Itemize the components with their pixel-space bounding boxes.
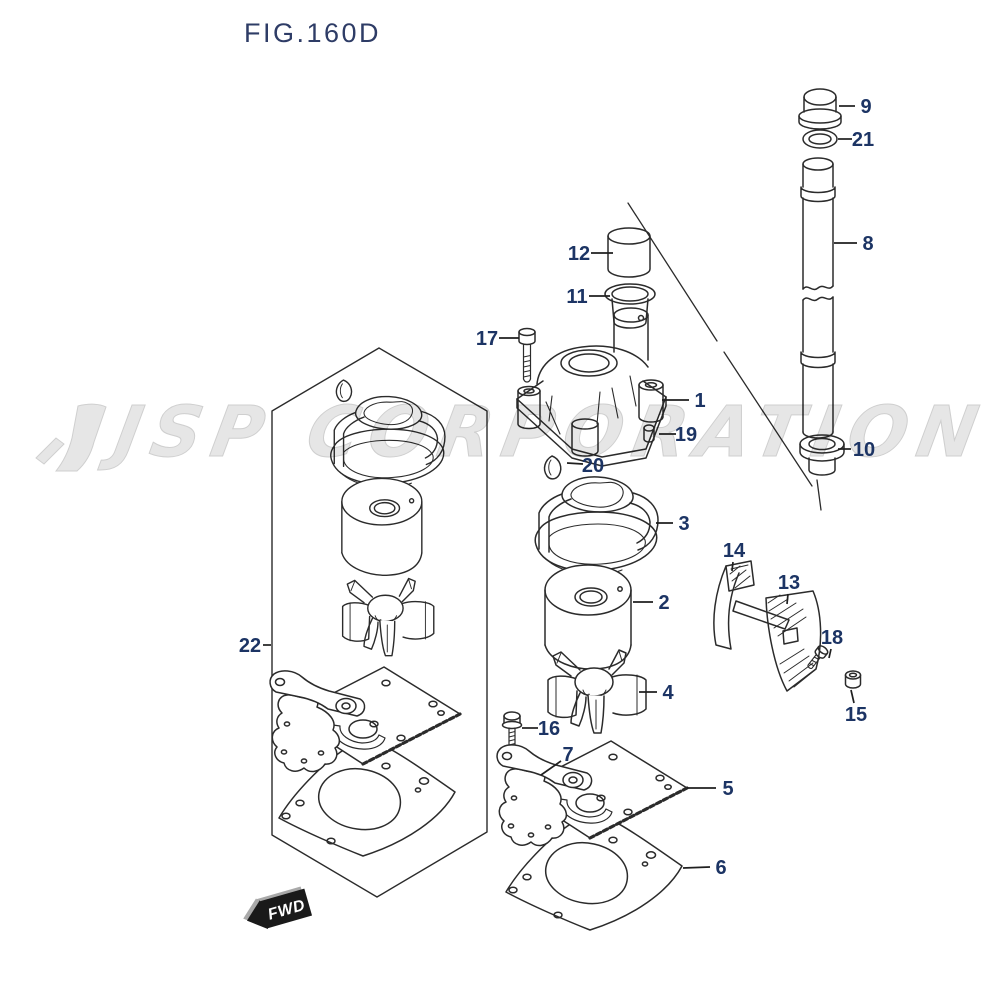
callout-number-6: 6 — [715, 857, 726, 879]
callout-number-3: 3 — [678, 513, 689, 535]
watermark-logo-accent — [35, 437, 65, 465]
part-16-bolt — [501, 711, 523, 749]
callout-number-12: 12 — [568, 243, 590, 265]
part-12-tube — [607, 227, 651, 278]
part-20-seal — [543, 455, 562, 480]
part-4-impeller — [547, 649, 647, 734]
callout-number-13: 13 — [778, 572, 800, 594]
callout-leader-7 — [540, 760, 562, 776]
callout-leader-18 — [828, 648, 832, 659]
part-18-bolt — [807, 645, 829, 670]
part-17-bolt — [518, 327, 536, 383]
part-9-cap — [798, 88, 842, 130]
part-22-impeller — [341, 577, 435, 657]
callout-number-19: 19 — [675, 424, 697, 446]
callout-number-5: 5 — [722, 778, 733, 800]
callout-number-18: 18 — [821, 627, 843, 649]
callout-number-11: 11 — [566, 286, 587, 308]
part-5-plate — [498, 740, 689, 847]
part-3-seal-ring — [534, 476, 659, 576]
fwd-arrowhead-icon — [246, 900, 269, 930]
fwd-flag — [259, 888, 313, 929]
callout-leader-14 — [731, 561, 734, 572]
callout-number-4: 4 — [662, 682, 674, 704]
watermark: JSP CORPORATION — [35, 391, 994, 473]
callout-leader-6 — [682, 866, 711, 869]
exploded-view-art — [268, 88, 862, 931]
part-1-water-pump-case — [516, 307, 667, 467]
watermark-logo — [54, 403, 107, 472]
part-22-kit-box — [271, 347, 488, 898]
part-22-impeller-cup — [341, 477, 423, 576]
parts-5-6-7-gasket-stack — [496, 740, 689, 931]
callout-number-9: 9 — [860, 96, 871, 118]
part-7-arm — [496, 744, 593, 791]
callout-leader-15 — [850, 689, 855, 704]
callout-number-17: 17 — [476, 328, 498, 350]
part-10-seal — [799, 434, 845, 476]
callout-number-15: 15 — [845, 704, 867, 726]
callout-number-21: 21 — [852, 129, 874, 151]
callout-number-14: 14 — [723, 540, 746, 562]
part-19-pin — [643, 424, 655, 443]
callout-number-1: 1 — [694, 390, 705, 412]
callout-number-22: 22 — [239, 635, 261, 657]
part-22-gasket-stack — [268, 665, 462, 858]
callout-leader-20 — [566, 462, 584, 465]
watermark-text: JSP CORPORATION — [97, 391, 994, 472]
callout-number-8: 8 — [862, 233, 873, 255]
part-8-drive-shaft-tube — [800, 157, 836, 439]
reference-line — [627, 202, 822, 511]
callout-number-10: 10 — [853, 439, 875, 461]
callout-leader-13 — [786, 593, 789, 605]
callout-number-2: 2 — [658, 592, 669, 614]
callout-number-16: 16 — [538, 718, 560, 740]
part-15-nut — [844, 670, 862, 689]
callout-number-20: 20 — [582, 455, 604, 477]
fwd-marker: FWD — [243, 886, 313, 930]
page-title: FIG.160D — [244, 18, 382, 48]
callout-number-7: 7 — [562, 744, 573, 766]
part-13-plate — [765, 590, 822, 692]
part-14-bracket — [713, 560, 790, 650]
part-21-o-ring — [802, 129, 838, 149]
part-11-bushing — [604, 283, 656, 329]
